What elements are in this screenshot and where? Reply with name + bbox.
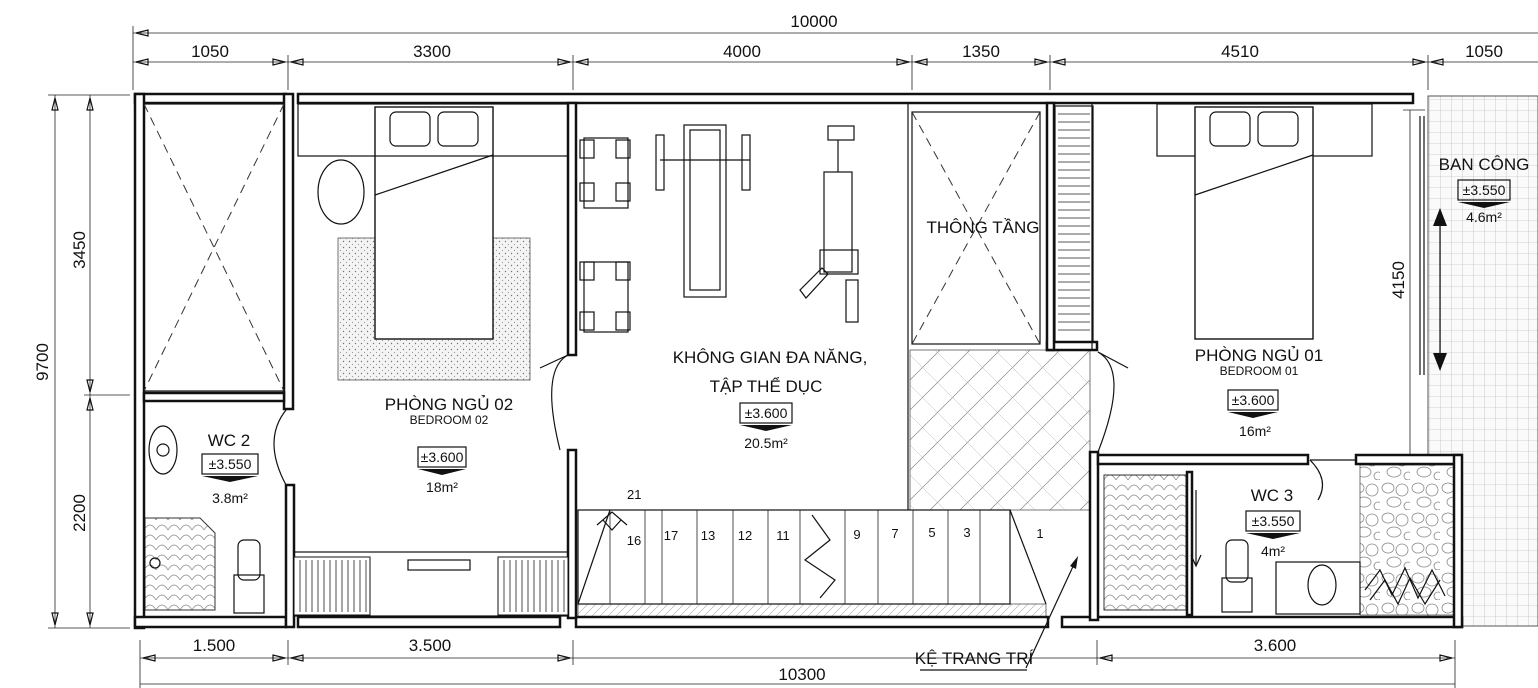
walls	[133, 92, 1464, 630]
bed-01	[1156, 103, 1373, 340]
svg-text:PHÒNG NGỦ 02: PHÒNG NGỦ 02	[385, 395, 513, 414]
svg-text:1: 1	[1036, 526, 1043, 541]
svg-text:THÔNG TẦNG: THÔNG TẦNG	[926, 218, 1039, 237]
left-dimensions: 9700 3450 2200	[33, 231, 89, 532]
svg-text:3300: 3300	[413, 42, 451, 61]
void-center	[911, 111, 1041, 345]
svg-text:10300: 10300	[778, 665, 825, 684]
svg-text:10000: 10000	[790, 12, 837, 31]
svg-text:9: 9	[853, 527, 860, 542]
svg-text:4000: 4000	[723, 42, 761, 61]
svg-text:1050: 1050	[191, 42, 229, 61]
svg-text:KHÔNG GIAN ĐA NĂNG,: KHÔNG GIAN ĐA NĂNG,	[673, 348, 868, 367]
stair-numbers: 21 16 17 13 12 11 9 7 5 3 1	[627, 487, 1044, 548]
right-dimension: 4150	[1389, 261, 1408, 299]
svg-text:1350: 1350	[962, 42, 1000, 61]
svg-text:3450: 3450	[70, 231, 89, 269]
top-total-dimension: 10000	[790, 12, 837, 31]
svg-text:3: 3	[963, 525, 970, 540]
wc3-fixtures	[1190, 490, 1446, 615]
svg-text:±3.550: ±3.550	[1252, 513, 1295, 529]
wardrobe-01	[1054, 105, 1094, 343]
balcony-arrow	[1433, 208, 1447, 371]
svg-text:21: 21	[627, 487, 641, 502]
svg-text:4.6m²: 4.6m²	[1466, 209, 1502, 225]
svg-text:WC 2: WC 2	[208, 431, 251, 450]
svg-text:KỆ TRANG TRÍ: KỆ TRANG TRÍ	[915, 649, 1034, 668]
svg-text:2200: 2200	[70, 494, 89, 532]
svg-text:7: 7	[891, 526, 898, 541]
svg-text:16m²: 16m²	[1239, 423, 1271, 439]
svg-text:18m²: 18m²	[426, 479, 458, 495]
room-void: THÔNG TẦNG	[926, 218, 1039, 237]
svg-text:1050: 1050	[1465, 42, 1503, 61]
svg-text:±3.550: ±3.550	[209, 456, 252, 472]
svg-text:9700: 9700	[33, 343, 52, 381]
svg-text:BEDROOM 01: BEDROOM 01	[1220, 364, 1299, 378]
room-balcony: BAN CÔNG ±3.550 4.6m²	[1439, 155, 1530, 225]
staircase	[577, 509, 1047, 605]
nightstand-02	[297, 103, 569, 225]
svg-text:4510: 4510	[1221, 42, 1259, 61]
svg-text:12: 12	[738, 528, 752, 543]
svg-text:13: 13	[701, 528, 715, 543]
room-multi-purpose: KHÔNG GIAN ĐA NĂNG, TẬP THỂ DỤC ±3.600 2…	[673, 348, 868, 451]
dimension-lines	[48, 26, 1538, 688]
level-boxes	[201, 179, 1511, 539]
svg-text:PHÒNG NGỦ 01: PHÒNG NGỦ 01	[1195, 346, 1323, 365]
svg-text:20.5m²: 20.5m²	[744, 435, 788, 451]
svg-text:±3.600: ±3.600	[1232, 392, 1275, 408]
room-bedroom-01: PHÒNG NGỦ 01 BEDROOM 01 ±3.600 16m²	[1195, 346, 1323, 439]
svg-text:16: 16	[627, 533, 641, 548]
svg-text:5: 5	[928, 525, 935, 540]
svg-text:3.8m²: 3.8m²	[212, 490, 248, 506]
room-wc2: WC 2 ±3.550 3.8m²	[208, 431, 252, 506]
wc2-fixtures	[148, 425, 265, 614]
floor-finishes	[144, 95, 1538, 627]
svg-text:WC 3: WC 3	[1251, 486, 1294, 505]
svg-text:BAN CÔNG: BAN CÔNG	[1439, 155, 1530, 174]
svg-text:4m²: 4m²	[1261, 543, 1285, 559]
top-segment-dimensions: 1050 3300 4000 1350 4510 1050	[191, 42, 1503, 61]
svg-text:±3.550: ±3.550	[1463, 182, 1506, 198]
svg-text:±3.600: ±3.600	[745, 405, 788, 421]
svg-text:11: 11	[776, 528, 790, 543]
svg-text:BEDROOM 02: BEDROOM 02	[410, 413, 489, 427]
room-bedroom-02: PHÒNG NGỦ 02 BEDROOM 02 ±3.600 18m²	[385, 395, 513, 495]
void-left	[143, 103, 285, 392]
shelf-annotation: KỆ TRANG TRÍ	[915, 556, 1078, 671]
svg-text:4150: 4150	[1389, 261, 1408, 299]
svg-text:±3.600: ±3.600	[421, 449, 464, 465]
svg-text:17: 17	[664, 528, 678, 543]
svg-text:3.500: 3.500	[409, 636, 452, 655]
doors	[273, 351, 1356, 501]
wardrobe-02	[293, 551, 569, 617]
bed-02	[374, 106, 494, 340]
bottom-dimensions: 1.500 3.500 3.600 10300	[193, 636, 1297, 684]
room-wc3: WC 3 ±3.550 4m²	[1251, 486, 1295, 559]
gym-equipment	[579, 124, 859, 333]
svg-text:3.600: 3.600	[1254, 636, 1297, 655]
svg-text:1.500: 1.500	[193, 636, 236, 655]
svg-text:TẬP THỂ DỤC: TẬP THỂ DỤC	[710, 377, 823, 396]
